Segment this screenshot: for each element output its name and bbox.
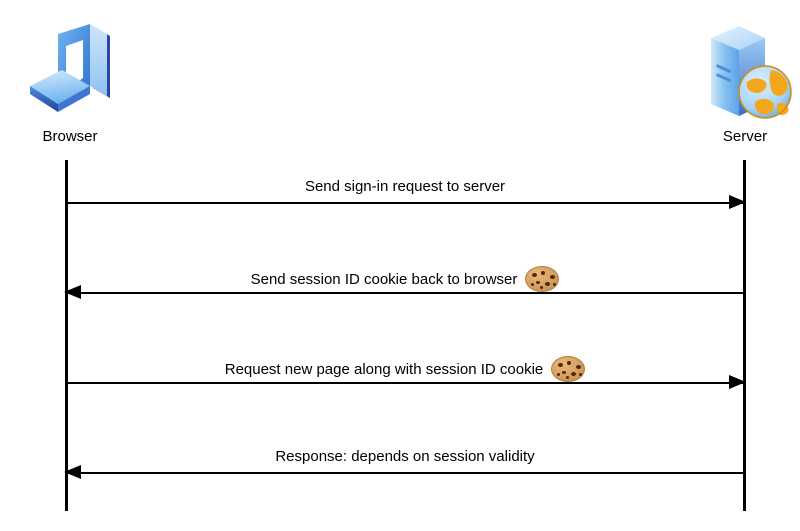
actor-server: Server	[675, 16, 800, 146]
actor-server-label: Server	[722, 128, 768, 145]
arrow-right-icon	[729, 195, 746, 209]
message-3-label: Request new page along with session ID c…	[65, 356, 745, 384]
message-3: Request new page along with session ID c…	[65, 356, 746, 389]
server-globe-icon	[675, 16, 800, 124]
arrow-right-icon	[729, 375, 746, 389]
lifeline-server	[743, 160, 746, 511]
message-3-line	[65, 382, 745, 384]
arrow-left-icon	[64, 465, 81, 479]
message-4-label: Response: depends on session validity	[65, 446, 745, 468]
actor-browser-label: Browser	[42, 128, 98, 145]
arrow-left-icon	[64, 285, 81, 299]
message-4-line	[65, 472, 745, 474]
message-2-text: Send session ID cookie back to browser	[250, 271, 518, 288]
message-1-text: Send sign-in request to server	[304, 178, 506, 196]
message-2-line	[65, 292, 745, 294]
laptop-icon	[0, 16, 140, 124]
message-3-text: Request new page along with session ID c…	[224, 361, 544, 378]
message-4-text: Response: depends on session validity	[275, 448, 535, 466]
cookie-icon	[525, 266, 560, 292]
message-2-label: Send session ID cookie back to browser	[65, 266, 745, 294]
lifeline-browser	[65, 160, 68, 511]
message-2: Send session ID cookie back to browser	[64, 266, 745, 299]
message-4: Response: depends on session validity	[64, 446, 745, 479]
message-1-line	[65, 202, 745, 204]
actor-browser: Browser	[0, 16, 140, 146]
cookie-icon	[551, 356, 586, 382]
message-1: Send sign-in request to server	[65, 176, 746, 209]
message-1-label: Send sign-in request to server	[65, 176, 745, 198]
